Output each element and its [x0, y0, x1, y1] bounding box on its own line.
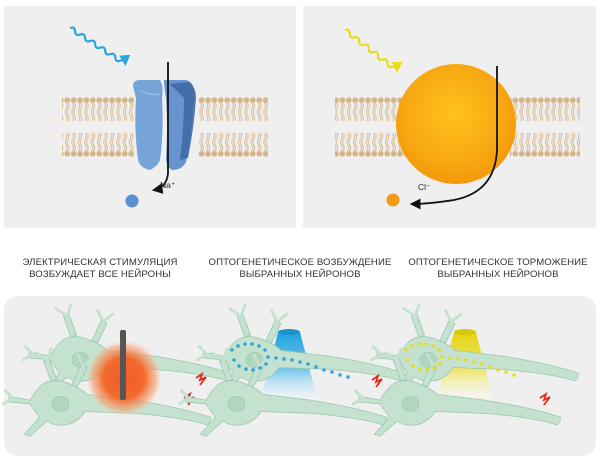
- caption-line: ВОЗБУЖДАЕТ ВСЕ НЕЙРОНЫ: [29, 269, 171, 280]
- electric-stimulation-scene: [1, 303, 232, 438]
- caption-line: ЭЛЕКТРИЧЕСКАЯ СТИМУЛЯЦИЯ: [22, 257, 178, 268]
- caption-line: ОПТОГЕНЕТИЧЕСКОЕ ТОРМОЖЕНИЕ: [408, 257, 588, 268]
- optogenetic-excitation-scene: [177, 303, 406, 438]
- spike-icon: [371, 373, 383, 388]
- caption-line: ВЫБРАННЫХ НЕЙРОНОВ: [239, 269, 361, 280]
- yellow-light-arrow: [344, 28, 403, 73]
- caption-line: ОПТОГЕНЕТИЧЕСКОЕ ВОЗБУЖДЕНИЕ: [208, 257, 392, 268]
- spike-icon: [195, 371, 207, 386]
- spike-icon: [539, 391, 551, 406]
- left-membrane: [62, 97, 268, 157]
- sodium-ion: [125, 194, 139, 208]
- chloride-flow-arrow: [409, 66, 498, 210]
- electrode-icon: [120, 330, 126, 400]
- blue-light-arrow: [69, 26, 131, 67]
- opsin-dots: [404, 342, 516, 377]
- channelrhodopsin-icon: [133, 80, 196, 170]
- chloride-ion: [386, 193, 400, 207]
- caption-line: ВЫБРАННЫХ НЕЙРОНОВ: [437, 269, 559, 280]
- blue-light-source: [278, 329, 300, 335]
- chloride-label: Cl⁻: [418, 182, 431, 192]
- caption-electric-stimulation: ЭЛЕКТРИЧЕСКАЯ СТИМУЛЯЦИЯ ВОЗБУЖДАЕТ ВСЕ …: [5, 257, 195, 281]
- yellow-light-source: [454, 329, 476, 335]
- optogenetic-inhibition-scene: [351, 303, 580, 438]
- halorhodopsin-pump-icon: [396, 64, 516, 184]
- opsin-dots: [230, 342, 350, 379]
- caption-optogenetic-excitation: ОПТОГЕНЕТИЧЕСКОЕ ВОЗБУЖДЕНИЕ ВЫБРАННЫХ Н…: [200, 257, 400, 281]
- right-membrane: [335, 97, 580, 157]
- sodium-label: Na⁺: [160, 180, 176, 190]
- sodium-flow-arrow: [151, 62, 169, 194]
- caption-optogenetic-inhibition: ОПТОГЕНЕТИЧЕСКОЕ ТОРМОЖЕНИЕ ВЫБРАННЫХ НЕ…: [400, 257, 596, 281]
